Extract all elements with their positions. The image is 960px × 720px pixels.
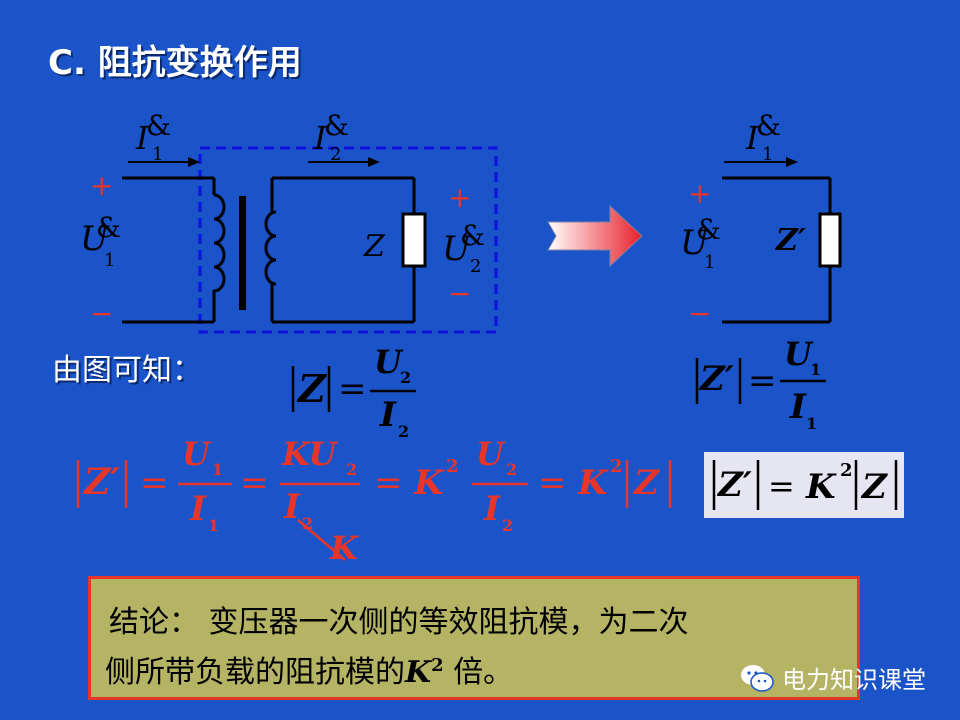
deriv-i2b: I	[484, 489, 500, 529]
formula-u2: U	[374, 343, 402, 381]
conclusion-body-2: 侧所带负载的阻抗模的	[105, 655, 405, 690]
deriv-k2-b-sup: 2	[610, 456, 623, 477]
u1-subscript: 1	[104, 250, 116, 271]
result-zp: Z′	[718, 465, 752, 505]
formula-i2-sub: 2	[398, 422, 410, 441]
formula-bars-black	[291, 358, 826, 412]
formula-u2-sub: 2	[400, 368, 412, 387]
formula-eq-1: =	[338, 369, 367, 409]
deriv-u2-sub: 2	[506, 460, 518, 479]
deriv-ku2: KU	[282, 435, 337, 473]
i1-eq-label: I	[746, 119, 759, 157]
transformer-circuit	[122, 146, 498, 334]
load-impedance-z	[401, 212, 427, 268]
deriv-k2-b: K	[578, 463, 608, 503]
formula-eq-2: =	[748, 361, 777, 401]
formula-i1-sub: 1	[806, 414, 818, 433]
deriv-i2b-sub: 2	[502, 516, 514, 535]
deriv-ku2-sub: 2	[346, 460, 358, 479]
result-k-sup: 2	[840, 460, 853, 481]
equivalent-circuit	[722, 157, 842, 324]
deriv-k2-a-sup: 2	[446, 456, 459, 477]
watermark: 电力知识课堂	[740, 660, 926, 695]
secondary-dashed-box	[198, 146, 498, 334]
deriv-eq-4: =	[538, 463, 567, 503]
formula-zp-abs: Z′	[700, 359, 734, 399]
conclusion-tail: 倍。	[453, 655, 514, 690]
deriv-i1-sub: 1	[208, 516, 220, 535]
u1-minus: −	[90, 297, 114, 330]
conclusion-box: 结论： 变压器一次侧的等效阻抗模，为二次 侧所带负载的阻抗模的K2 倍。	[88, 576, 860, 700]
i1-phasor-dot: &	[146, 109, 171, 142]
i1-eq-arrow-icon	[786, 157, 798, 167]
i1-eq-phasor-dot: &	[756, 109, 781, 142]
conclusion-line-2: 侧所带负载的阻抗模的K2 倍。	[105, 647, 513, 691]
zprime-label: Z′	[776, 223, 806, 258]
known-label: 由图可知：	[52, 353, 202, 388]
i2-arrow-icon	[368, 157, 380, 167]
formula-u1-sub: 1	[810, 360, 822, 379]
deriv-i2-sub: 2	[302, 514, 314, 533]
i1-eq-subscript: 1	[762, 144, 774, 165]
i1-subscript: 1	[152, 144, 164, 165]
equivalent-impedance-zprime	[818, 212, 842, 268]
deriv-i2: I	[284, 487, 300, 527]
result-box: Z′ = K 2 Z	[704, 452, 904, 518]
u2-phasor-dot: &	[460, 219, 485, 252]
formula-bars-red	[76, 460, 672, 561]
deriv-u1: U	[182, 435, 210, 473]
i2-subscript: 2	[330, 144, 342, 165]
u1-eq-phasor-dot: &	[696, 213, 721, 246]
deriv-k2-a: K	[414, 463, 444, 503]
transform-arrow-icon	[547, 204, 643, 268]
formula-i2: I	[380, 395, 396, 435]
u1-eq-plus: +	[688, 177, 712, 210]
secondary-coil	[264, 210, 277, 286]
z-label: Z	[364, 229, 385, 264]
u1-phasor-dot: &	[96, 211, 121, 244]
conclusion-k: K	[405, 655, 432, 690]
deriv-k-denominator: K	[330, 529, 358, 567]
conclusion-k-sup: 2	[431, 655, 444, 676]
primary-coil	[213, 193, 226, 293]
deriv-eq-3: =	[374, 463, 403, 503]
i2-phasor-dot: &	[324, 109, 349, 142]
deriv-z: Z	[634, 463, 659, 503]
u2-label: U	[442, 229, 471, 269]
u1-label: U	[80, 219, 109, 259]
conclusion-body-1: 变压器一次侧的等效阻抗模，为二次	[208, 605, 689, 640]
u1-eq-subscript: 1	[704, 252, 716, 273]
formula-i1: I	[790, 387, 806, 427]
i1-arrow-icon	[188, 157, 200, 167]
u2-subscript: 2	[470, 256, 482, 277]
deriv-eq-1: =	[140, 463, 169, 503]
i1-label: I	[136, 119, 149, 157]
formula-z-abs: Z	[298, 366, 326, 411]
u1-plus: +	[90, 169, 114, 202]
watermark-text: 电力知识课堂	[782, 666, 926, 694]
result-z: Z	[862, 467, 887, 507]
conclusion-head: 结论：	[109, 605, 199, 640]
formula-u1: U	[784, 335, 812, 373]
deriv-u2: U	[476, 435, 504, 473]
result-k: K	[806, 467, 836, 507]
transformer-core	[239, 196, 246, 310]
conclusion-line-1: 结论： 变压器一次侧的等效阻抗模，为二次	[109, 597, 689, 641]
slide-title: C. 阻抗变换作用	[48, 43, 302, 83]
deriv-zp: Z′	[84, 461, 120, 503]
u2-plus: +	[448, 181, 472, 214]
u2-minus: −	[448, 277, 472, 310]
i2-label: I	[314, 119, 327, 157]
u1-eq-label: U	[680, 223, 709, 263]
result-eq: =	[768, 467, 795, 505]
u1-eq-minus: −	[688, 297, 712, 330]
deriv-u1-sub: 1	[212, 460, 224, 479]
deriv-i1: I	[190, 489, 206, 529]
deriv-eq-2: =	[240, 463, 269, 503]
wechat-icon	[741, 664, 774, 692]
